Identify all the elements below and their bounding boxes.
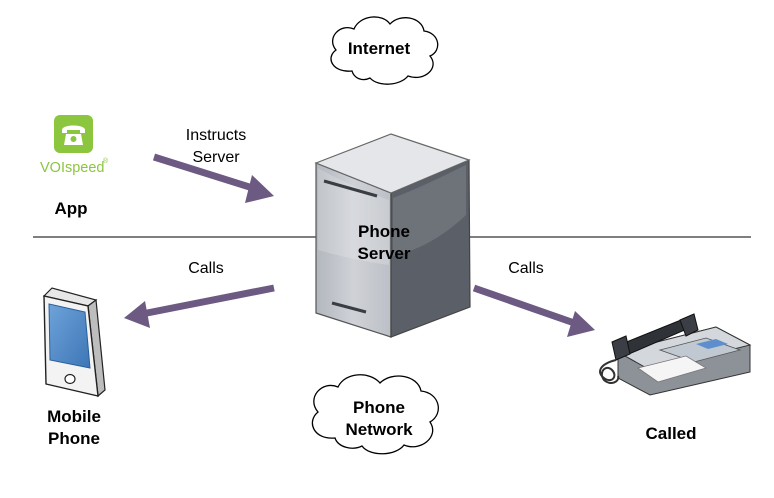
desk-phone-icon	[599, 313, 752, 396]
instructs-arrow	[152, 153, 274, 203]
calls-right-label: Calls	[508, 260, 544, 277]
instructs-label-line1: Instructs	[186, 127, 246, 144]
phone-server-label-line2: Server	[358, 244, 411, 263]
calls-right-arrow	[472, 284, 595, 337]
phone-network-label-line2: Network	[345, 420, 413, 439]
mobile-phone-icon	[42, 287, 106, 398]
voispeed-logo: VOIspeed ®	[40, 115, 109, 176]
voispeed-logo-text: VOIspeed	[40, 160, 105, 176]
mobile-phone-label-line2: Phone	[48, 429, 100, 448]
calls-left-label: Calls	[188, 260, 224, 277]
phone-server-icon	[314, 133, 471, 338]
phone-handset-icon	[62, 125, 85, 145]
app-label: App	[54, 199, 87, 218]
called-label: Called	[645, 424, 696, 443]
phone-server-label-line1: Phone	[358, 222, 410, 241]
phone-network-cloud: Phone Network	[311, 374, 439, 455]
mobile-phone-label-line1: Mobile	[47, 407, 101, 426]
internet-cloud: Internet	[330, 16, 439, 85]
instructs-label-line2: Server	[192, 149, 240, 166]
registered-mark: ®	[103, 157, 109, 165]
calls-left-arrow	[124, 284, 275, 328]
phone-network-label-line1: Phone	[353, 398, 405, 417]
internet-label: Internet	[348, 39, 411, 58]
